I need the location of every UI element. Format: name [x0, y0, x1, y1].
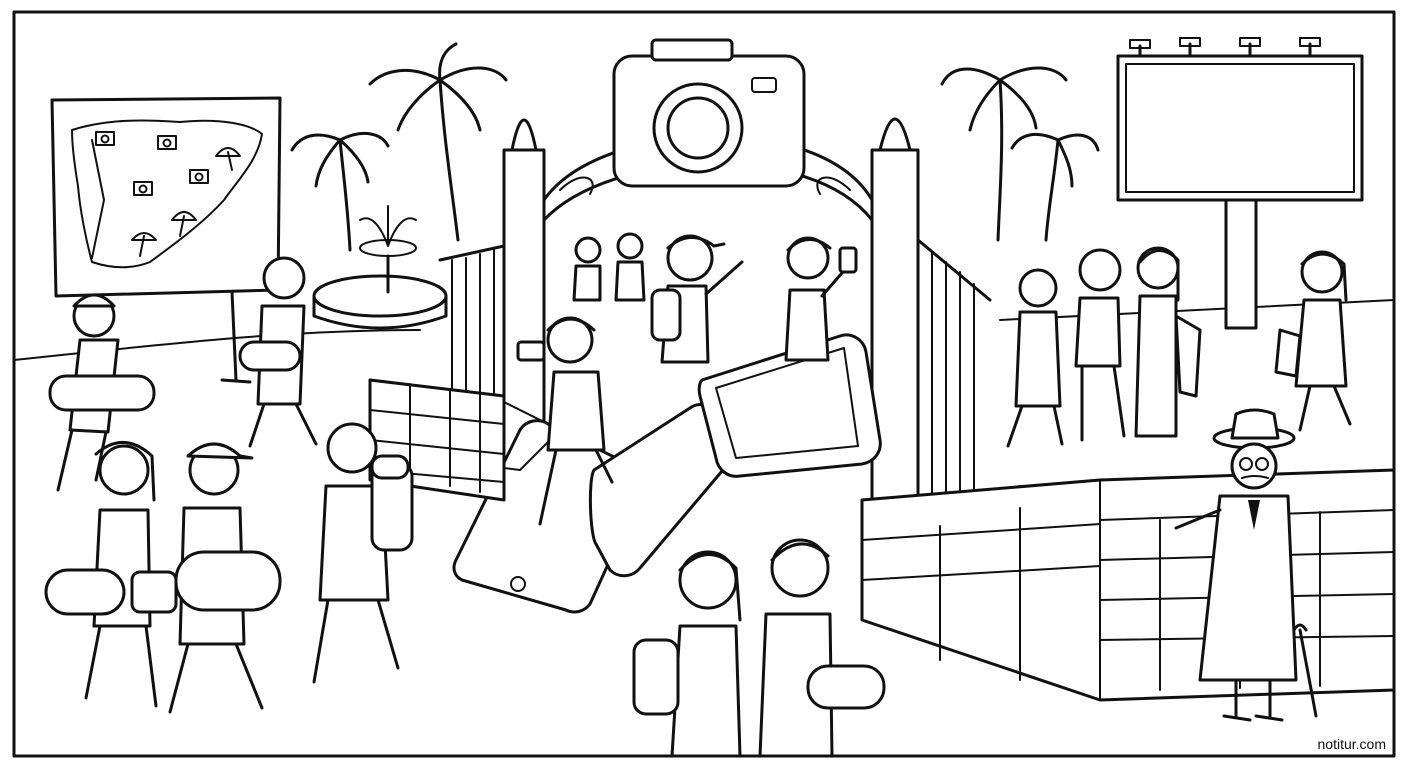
- tourist-figure: [44, 441, 178, 708]
- moustache: [1241, 475, 1269, 479]
- brick-wall-right: [860, 468, 1396, 702]
- tourist-figure: [632, 550, 742, 758]
- gate-bars-left: [438, 244, 506, 412]
- beach-umbrella-icon: [171, 211, 197, 237]
- tourist-figure: [758, 538, 886, 758]
- sleeping-roll: [370, 454, 410, 480]
- rolled-mat: [44, 568, 126, 616]
- tourist-figure: [48, 293, 156, 492]
- fountain-icon: [312, 205, 448, 330]
- tie: [1248, 500, 1260, 530]
- handbag: [130, 570, 178, 614]
- beach-umbrella-icon: [131, 232, 157, 257]
- tourist-figure: [516, 316, 614, 526]
- tourist-figure: [312, 422, 414, 684]
- tourist-figure: [1274, 250, 1352, 432]
- arm-on-wall: [1174, 508, 1222, 530]
- rolled-mat: [238, 340, 302, 372]
- tourist-figure: [614, 232, 646, 302]
- rolled-mat: [48, 374, 156, 412]
- tourist-figure: [238, 256, 318, 448]
- camera-icon: [189, 169, 209, 184]
- archway-gate: [438, 38, 992, 532]
- palm-tree-icon: [1010, 132, 1100, 242]
- site-credit: notitur.com: [1317, 736, 1386, 752]
- tourist-figure: [168, 442, 282, 714]
- tourist-figure: [1134, 246, 1202, 438]
- camera-icon: [95, 131, 115, 146]
- tourist-figure: [1074, 248, 1126, 442]
- walking-cane: [1298, 628, 1318, 718]
- ground-line-left: [13, 329, 421, 361]
- camera-icon: [612, 38, 806, 188]
- beach-umbrella-icon: [215, 147, 241, 171]
- towel: [1174, 314, 1202, 398]
- backpack: [650, 288, 682, 342]
- towel: [1274, 328, 1302, 378]
- coat: [1198, 494, 1298, 682]
- rolled-mat: [806, 664, 886, 710]
- tourist-figure: [784, 236, 858, 362]
- tourist-figure: [572, 236, 602, 302]
- camera-icon: [157, 135, 177, 150]
- gate-pillar-right: [870, 148, 920, 532]
- hat-crown: [1230, 408, 1280, 440]
- rolled-mat: [174, 550, 282, 612]
- spain-outline: [71, 119, 263, 269]
- palm-tree-icon: [368, 42, 508, 242]
- phone: [838, 246, 858, 274]
- phone: [516, 340, 546, 362]
- gate-bars-right: [916, 238, 992, 502]
- palm-tree-icon: [290, 131, 390, 252]
- gentleman-figure: [1174, 408, 1318, 722]
- backpack: [632, 638, 680, 716]
- tourist-figure: [650, 234, 744, 364]
- portugal-border: [91, 139, 105, 259]
- camera-icon: [133, 181, 153, 196]
- billboard-icon: [1116, 37, 1364, 330]
- tourist-figure: [1006, 268, 1064, 448]
- palm-tree-icon: [940, 66, 1068, 242]
- glasses: [1239, 457, 1253, 471]
